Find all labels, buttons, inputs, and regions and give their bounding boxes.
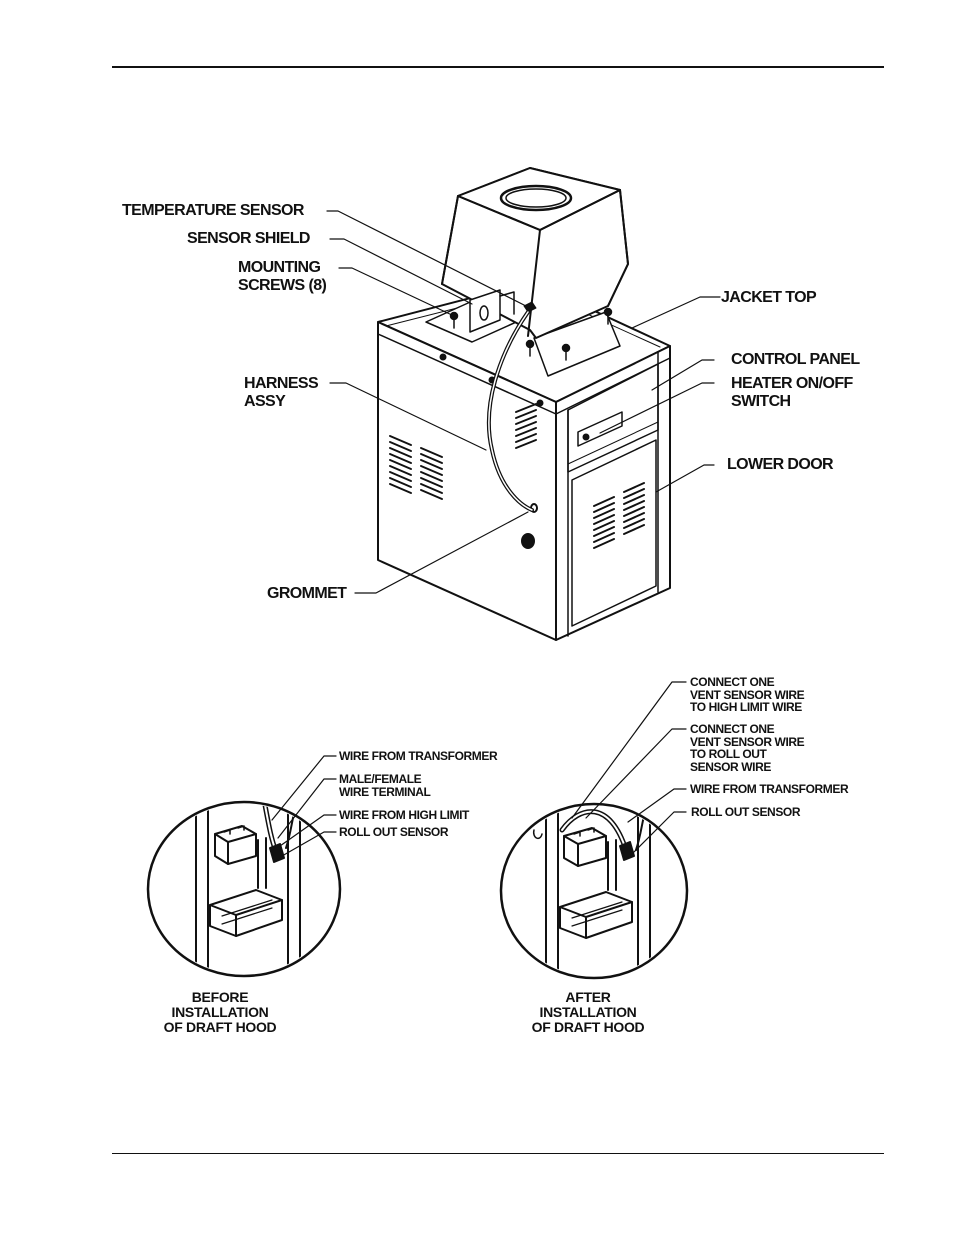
before-caption: BEFORE INSTALLATION OF DRAFT HOOD [163, 989, 277, 1035]
control-panel-label: CONTROL PANEL [731, 351, 860, 368]
main-leaders [326, 210, 721, 594]
draft-hood [425, 167, 629, 377]
before-male-female-label: MALE/FEMALE WIRE TERMINAL [339, 772, 431, 799]
after-wire-transformer-label: WIRE FROM TRANSFORMER [690, 782, 849, 796]
lower-door-label: LOWER DOOR [727, 456, 834, 473]
footer-rule [112, 1153, 884, 1154]
before-wire-high-limit-label: WIRE FROM HIGH LIMIT [339, 808, 469, 822]
after-caption: AFTER INSTALLATION OF DRAFT HOOD [531, 989, 645, 1035]
harness-assy-label: HARNESS ASSY [244, 375, 319, 410]
before-wire-transformer-label: WIRE FROM TRANSFORMER [339, 749, 498, 763]
jacket-top-label: JACKET TOP [721, 289, 817, 306]
after-connect-roll-out-label: CONNECT ONE VENT SENSOR WIRE TO ROLL OUT… [690, 722, 805, 774]
header-rule [112, 66, 884, 68]
mounting-screws-label: MOUNTING SCREWS (8) [238, 259, 327, 294]
sensor-shield-label: SENSOR SHIELD [187, 230, 310, 247]
louvers [389, 403, 645, 549]
before-roll-out-label: ROLL OUT SENSOR [339, 825, 449, 839]
after-connect-high-limit-label: CONNECT ONE VENT SENSOR WIRE TO HIGH LIM… [690, 675, 805, 714]
heater-switch-label: HEATER ON/OFF SWITCH [731, 375, 853, 410]
grommet-label: GROMMET [267, 585, 347, 602]
before-inset [146, 755, 342, 978]
temperature-sensor-label: TEMPERATURE SENSOR [122, 202, 304, 219]
after-roll-out-label: ROLL OUT SENSOR [691, 805, 801, 819]
after-inset [499, 681, 689, 980]
